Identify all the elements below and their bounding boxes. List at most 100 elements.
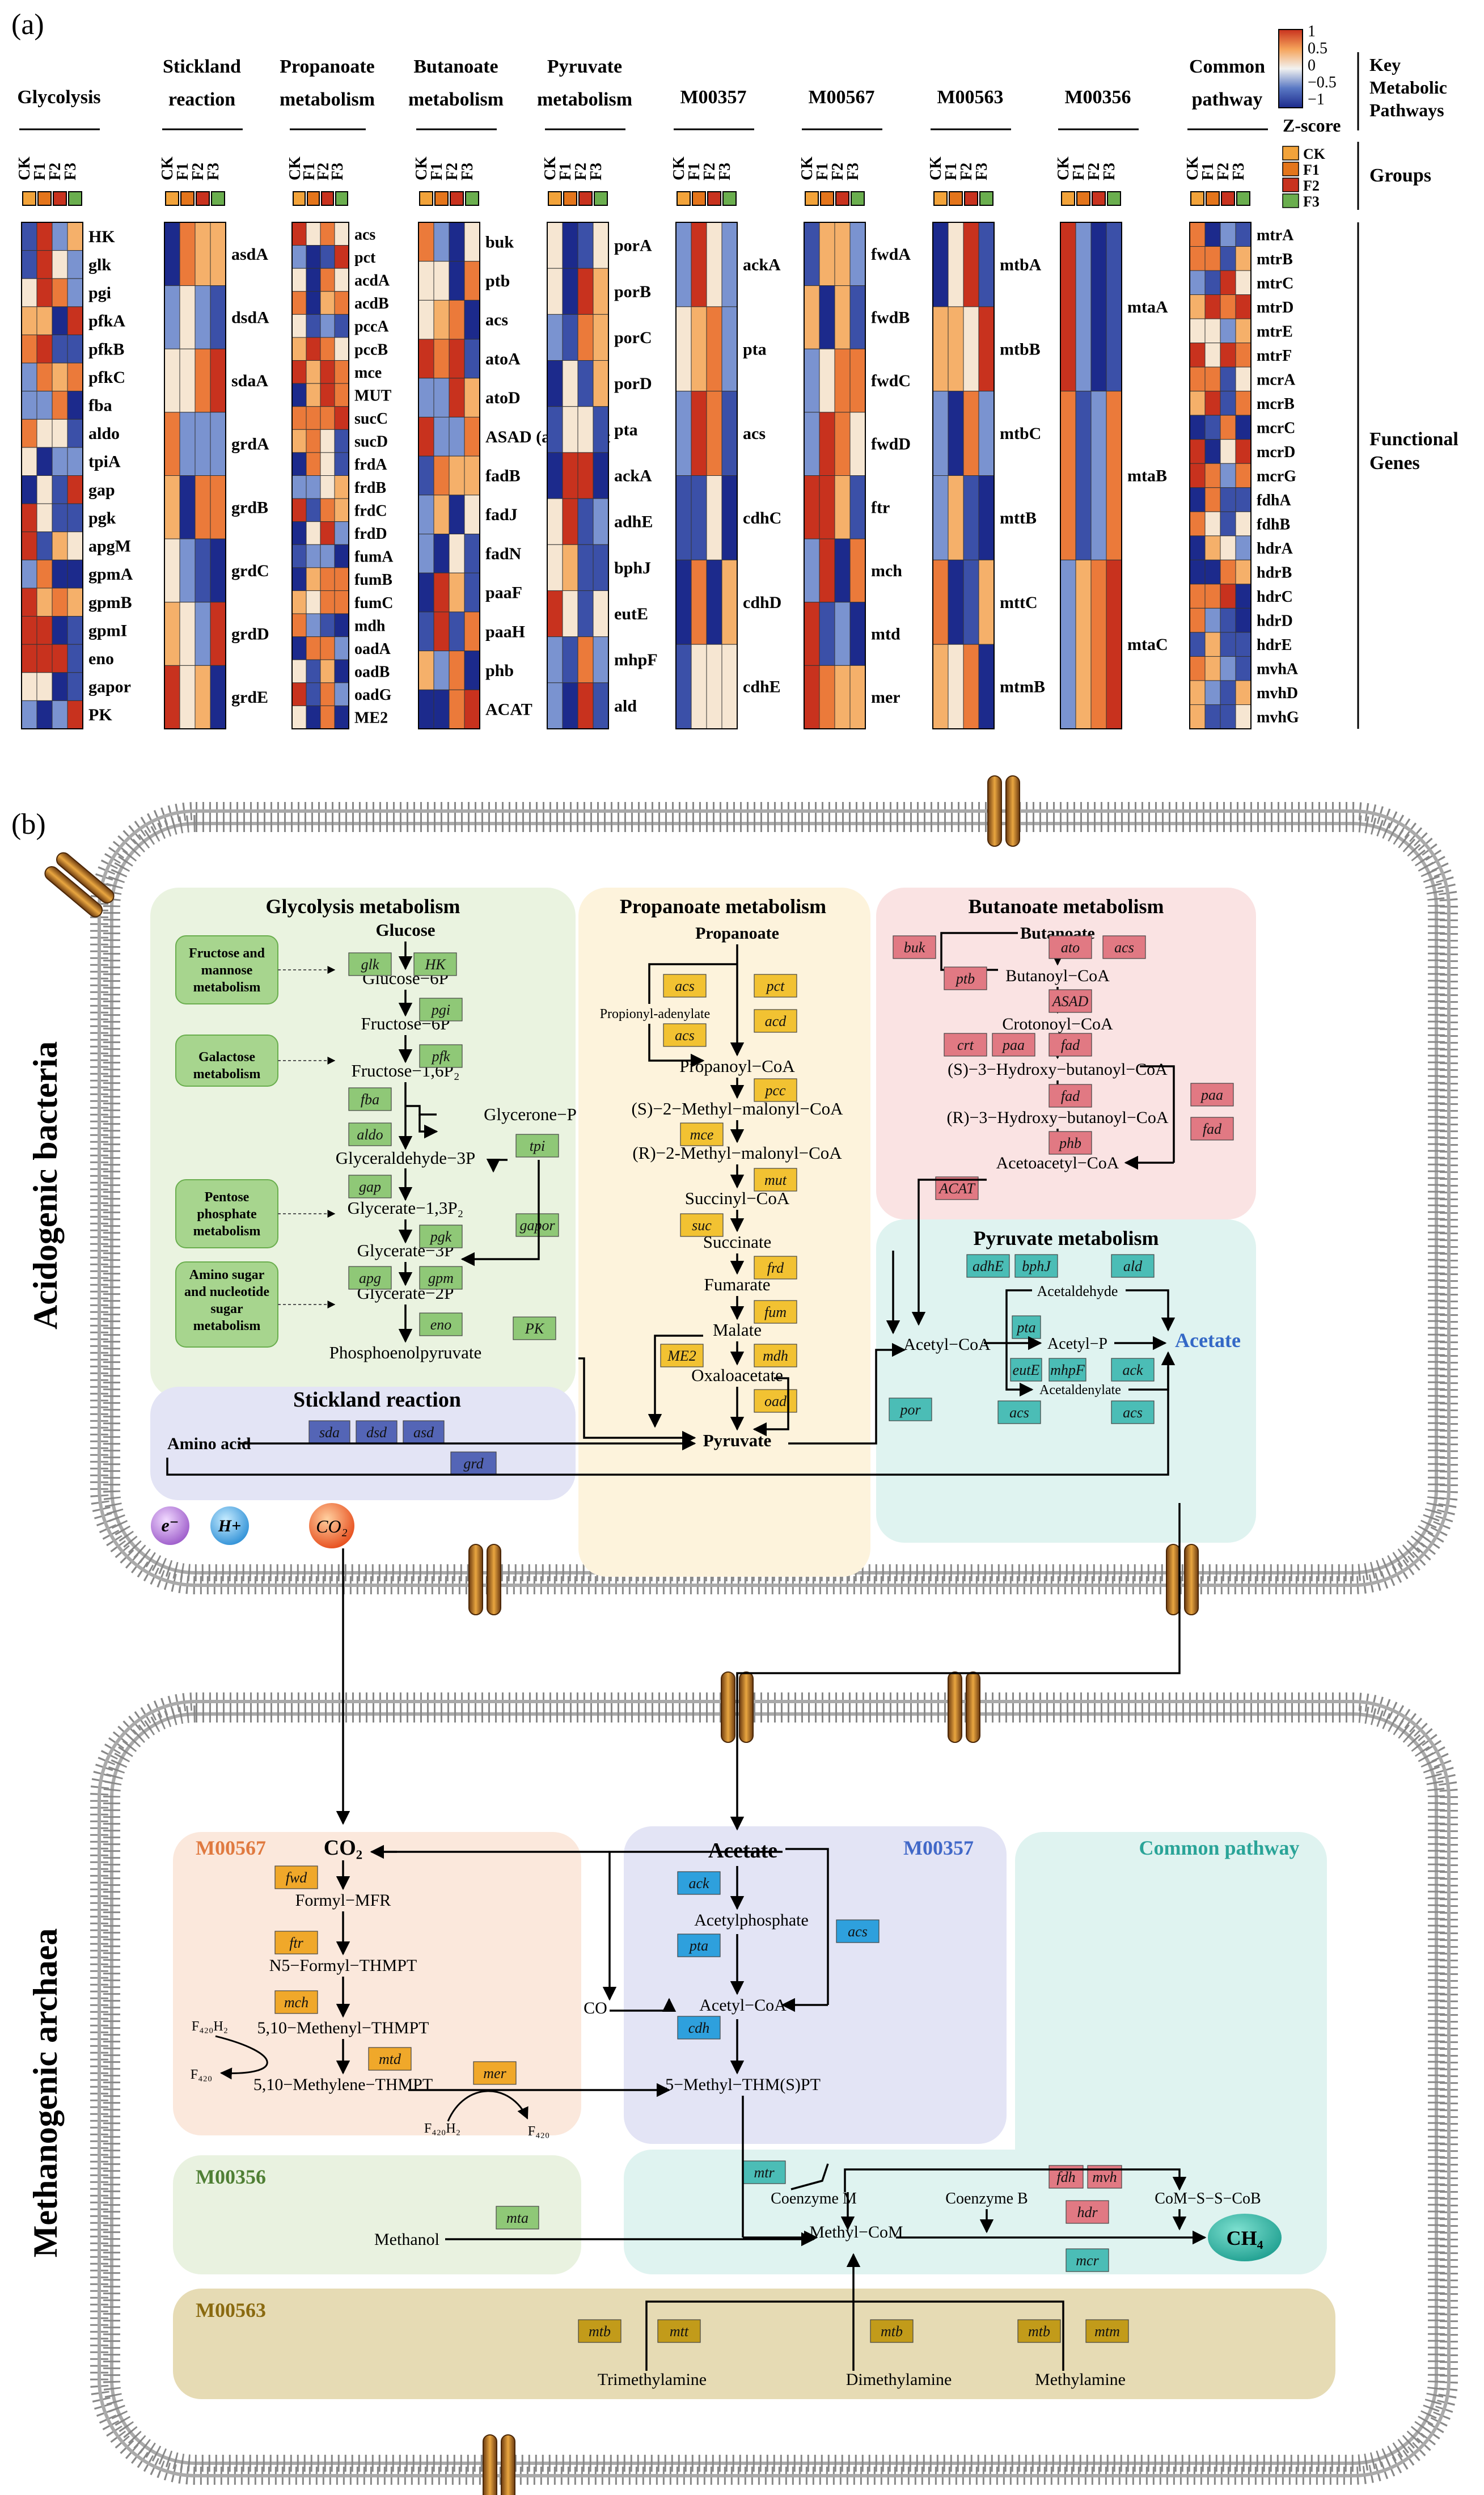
group-legend-label: F2 <box>1303 178 1320 194</box>
gene-label: fumC <box>354 594 393 612</box>
gene-label: glk <box>88 255 111 274</box>
heat-cell <box>1220 559 1236 585</box>
heat-cell <box>334 636 349 660</box>
enzyme-box: tpi <box>515 1134 559 1158</box>
heat-cell <box>334 475 349 499</box>
enzyme-rect <box>944 1033 987 1057</box>
feeder-label: Pentose <box>205 1190 250 1205</box>
metabolite: Malate <box>713 1320 762 1340</box>
heat-cell <box>306 406 321 430</box>
connector <box>1140 1065 1175 1163</box>
heat-cell <box>562 682 578 729</box>
heat-cell <box>1235 222 1252 247</box>
heat-cell <box>1189 584 1206 609</box>
gene-label: mtrF <box>1257 347 1292 365</box>
heat-cell <box>562 268 578 315</box>
channel-subunit <box>721 1671 735 1743</box>
heat-cell <box>1189 366 1206 392</box>
connector <box>166 1367 1169 1476</box>
channel-subunit <box>487 1544 501 1615</box>
sample-label: F2 <box>958 163 975 180</box>
sample-label: CK <box>670 157 688 180</box>
enzyme-box: frd <box>754 1256 797 1280</box>
heat-cell <box>21 644 37 673</box>
metabolite: Glycerate−1,3P₂ <box>348 1198 464 1218</box>
heatmap-border <box>418 222 480 729</box>
metabolite: (S)−3−Hydroxy−butanoyl−CoA <box>948 1060 1168 1079</box>
heat-cell <box>948 306 964 392</box>
heat-cell <box>1204 535 1221 560</box>
heat-cell <box>1235 680 1252 705</box>
enzyme-rect <box>473 2061 517 2085</box>
enzyme-rect <box>419 1312 463 1336</box>
enzyme-label: eno <box>430 1316 452 1333</box>
gene-label: porB <box>614 282 651 301</box>
heat-cell <box>36 475 53 504</box>
heat-cell <box>1204 294 1221 319</box>
gene-label: acdB <box>354 295 389 313</box>
enzyme-box: mta <box>496 2206 539 2230</box>
enzyme-label: mtb <box>589 2323 611 2340</box>
arrow <box>911 1179 987 1326</box>
heat-cell <box>1189 270 1206 295</box>
connector <box>1005 1289 1032 1343</box>
gene-label: mvhD <box>1257 685 1298 702</box>
channel-subunit <box>1166 1544 1181 1615</box>
heat-cell <box>320 544 335 568</box>
heat-cell <box>320 452 335 476</box>
heat-cell <box>593 682 609 729</box>
heat-cell <box>36 588 53 617</box>
heatmap-border <box>804 222 866 729</box>
enzyme-label: frd <box>767 1260 784 1276</box>
feeder-label: metabolism <box>193 1319 261 1333</box>
heatmap-border <box>21 222 83 729</box>
enzyme-box: pfk <box>419 1044 463 1068</box>
enzyme-label: aldo <box>357 1126 383 1143</box>
heat-cell <box>721 644 738 729</box>
heat-cell <box>562 360 578 407</box>
heat-cell <box>334 613 349 638</box>
gene-label: grdC <box>231 562 269 580</box>
sample-label: F3 <box>587 163 605 180</box>
heatmap-border <box>675 222 738 729</box>
heat-cell <box>691 559 707 645</box>
arrow <box>648 1335 703 1428</box>
heat-cell <box>593 452 609 499</box>
key-pathways-label: Key <box>1369 54 1401 75</box>
heat-cell <box>1204 559 1221 585</box>
heat-cell <box>1235 294 1252 319</box>
zscore-tick: 0 <box>1308 57 1316 74</box>
enzyme-rect <box>754 1078 797 1102</box>
heat-cell <box>464 339 480 379</box>
group-color-cell <box>578 191 593 206</box>
gene-label: mttB <box>1000 509 1037 527</box>
heat-cell <box>291 245 307 269</box>
gene-label: mtmB <box>1000 678 1045 696</box>
heat-cell <box>36 391 53 420</box>
heat-cell <box>1220 366 1236 392</box>
heat-cell <box>195 538 211 603</box>
cofactor: F₄₂₀ <box>191 2067 212 2082</box>
heat-cell <box>449 651 465 690</box>
enzyme-label: mtm <box>1094 2323 1120 2340</box>
membrane-channel <box>948 1671 980 1743</box>
heat-cell <box>195 412 211 476</box>
heat-cell <box>691 306 707 392</box>
heat-cell <box>978 222 995 307</box>
heat-cell <box>1106 391 1122 560</box>
gene-label: tpiA <box>88 453 121 471</box>
channel-subunit <box>56 852 115 904</box>
heat-cell <box>21 588 37 617</box>
heat-cell <box>1220 463 1236 488</box>
metabolite: Methanol <box>374 2230 439 2249</box>
enzyme-box: ato <box>1048 935 1092 959</box>
enzyme-rect <box>1048 1084 1092 1108</box>
heat-cell <box>449 261 465 301</box>
enzyme-rect <box>966 1254 1010 1278</box>
heat-cell <box>291 475 307 499</box>
heat-cell <box>1189 222 1206 247</box>
metabolite: Glyceraldehyde−3P <box>336 1148 475 1168</box>
heat-cell <box>948 222 964 307</box>
heat-cell <box>1189 535 1206 560</box>
gene-label: fba <box>88 396 112 415</box>
